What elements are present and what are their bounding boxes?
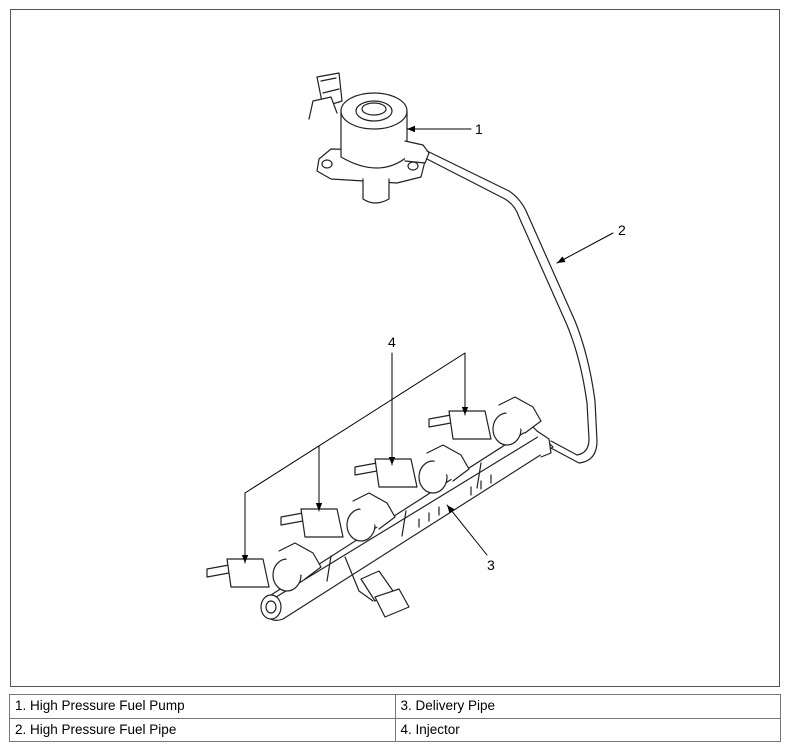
- injector-4: [428, 396, 542, 446]
- injector-1: [206, 542, 322, 592]
- callout-2: 2: [618, 222, 626, 238]
- fuel-system-diagram: 1 2 3 4: [206, 72, 626, 621]
- callout-4: 4: [388, 334, 396, 350]
- figure-frame: 1 2 3 4: [10, 9, 780, 687]
- delivery-pipe: [260, 426, 554, 621]
- legend-item-4: 4. Injector: [394, 717, 781, 742]
- legend-row: 1. High Pressure Fuel Pump 3. Delivery P…: [9, 694, 781, 719]
- high-pressure-fuel-pump: [308, 72, 430, 204]
- leader-lines: [241, 125, 614, 564]
- legend-item-2: 2. High Pressure Fuel Pipe: [9, 717, 396, 742]
- legend-table: 1. High Pressure Fuel Pump 3. Delivery P…: [9, 694, 781, 742]
- high-pressure-fuel-pipe: [426, 150, 598, 464]
- legend-row: 2. High Pressure Fuel Pipe 4. Injector: [9, 717, 781, 742]
- callout-3: 3: [487, 557, 495, 573]
- callout-1: 1: [475, 121, 483, 137]
- injector-2: [280, 492, 396, 542]
- legend-item-3: 3. Delivery Pipe: [394, 694, 781, 719]
- injector-3: [354, 444, 470, 494]
- legend-item-1: 1. High Pressure Fuel Pump: [9, 694, 396, 719]
